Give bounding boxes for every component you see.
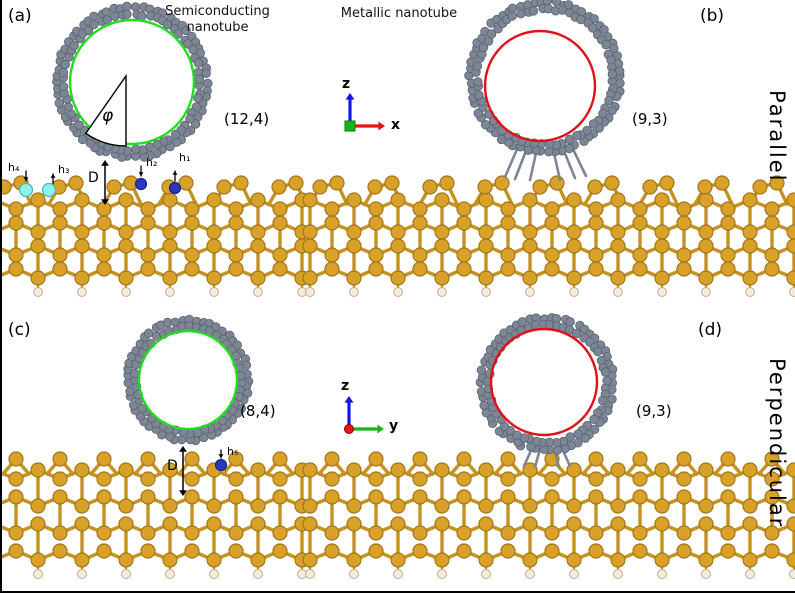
panel-b-chirality: (9,3): [632, 110, 668, 128]
panel-b-title: Metallic nanotube: [340, 6, 458, 21]
side-label-perpendicular: Perpendicular: [765, 358, 790, 529]
distance-label-c: D: [167, 458, 178, 474]
axis-x-label-b: x: [391, 117, 401, 133]
panel-a-label: (a): [8, 6, 32, 26]
axis-z-label-d: z: [341, 378, 350, 394]
panel-c-chirality: (8,4): [240, 402, 276, 420]
panel-a-title: Semiconducting nanotube: [165, 4, 270, 35]
panel-d-label: (d): [698, 320, 723, 340]
panel-c-label: (c): [8, 320, 31, 340]
h5-label: h₅: [227, 445, 239, 458]
h4-label: h₄: [8, 161, 20, 174]
panel-b-label: (b): [700, 6, 725, 26]
axis-y-label-d: y: [389, 418, 399, 434]
panel-d-chirality: (9,3): [636, 402, 672, 420]
h2-label: h₂: [146, 156, 158, 169]
distance-label-a: D: [88, 170, 99, 186]
h1-label: h₁: [179, 151, 191, 164]
side-label-parallel: Parallel: [765, 90, 790, 183]
panel-a-chirality: (12,4): [224, 110, 270, 128]
axis-z-label-b: z: [342, 76, 351, 92]
h3-label: h₃: [58, 163, 70, 176]
angle-phi-label: φ: [102, 106, 114, 126]
